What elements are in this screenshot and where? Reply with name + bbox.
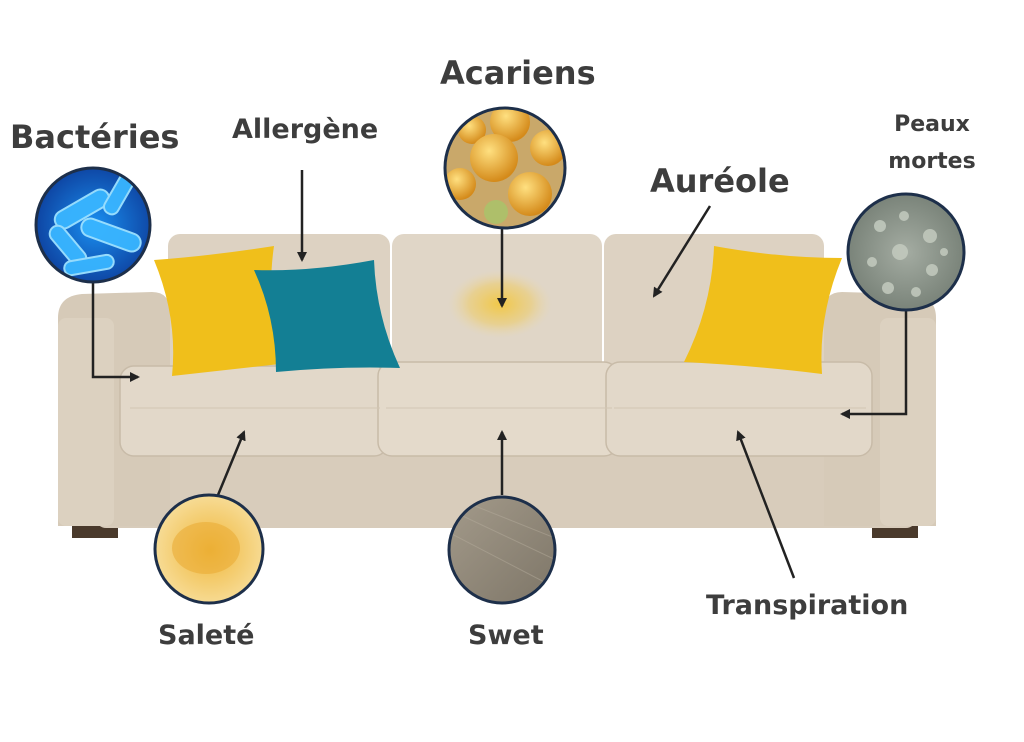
pillow-yellow-left — [154, 246, 280, 376]
armrest-left-front — [58, 318, 114, 526]
label-bacteries: Bactéries — [10, 118, 180, 156]
label-transpiration: Transpiration — [706, 590, 909, 621]
label-aureole: Auréole — [650, 162, 790, 200]
seat-cushion-right — [605, 361, 873, 457]
bacteria-magnified-icon — [34, 166, 152, 284]
label-peaux-mortes-line1: Peaux — [894, 112, 970, 137]
label-peaux-mortes-line2: mortes — [888, 149, 976, 174]
label-peaux-mortes: Peaux mortes — [872, 106, 992, 180]
pillow-yellow-right — [684, 246, 842, 374]
dead-skin-magnified-icon — [846, 192, 966, 312]
halo-stain — [448, 270, 552, 338]
seat-cushion-middle — [377, 361, 619, 457]
pillow-teal — [254, 260, 400, 372]
label-swet: Swet — [468, 620, 544, 651]
label-allergene: Allergène — [232, 114, 379, 145]
seat-cushion-left — [119, 365, 389, 457]
sofa-base — [96, 448, 916, 528]
arrow-salete — [216, 430, 246, 496]
label-salete: Saleté — [158, 620, 255, 651]
pointer-arrows — [91, 170, 908, 579]
arrow-transpiration — [736, 430, 796, 579]
label-acariens: Acariens — [440, 54, 596, 92]
arrow-bacteries — [91, 282, 140, 382]
stain-magnified-icon — [153, 493, 265, 605]
fabric-magnified-icon — [447, 495, 557, 605]
dust-mites-magnified-icon — [443, 106, 567, 230]
arrow-aureole — [652, 205, 712, 298]
arrow-peaux-mortes — [840, 310, 908, 419]
armrest-right-front — [880, 318, 936, 526]
